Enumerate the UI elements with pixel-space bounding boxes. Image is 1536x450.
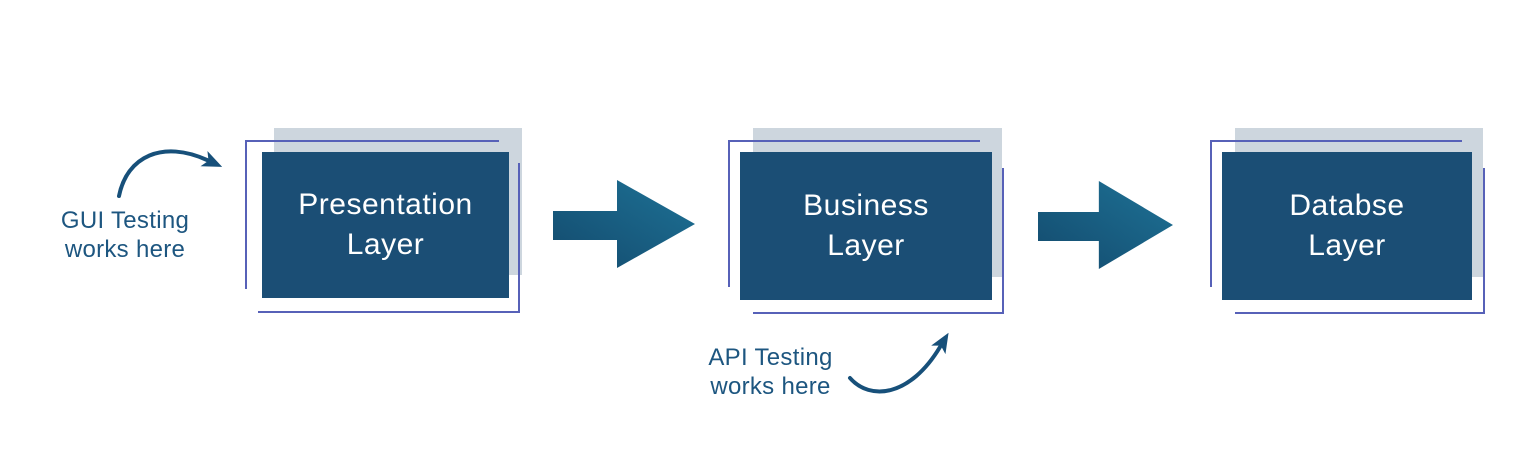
business-layer-box: Business Layer	[740, 152, 992, 300]
gui-testing-curved-arrow-icon	[117, 149, 223, 198]
database-layer-label-line2: Layer	[1308, 229, 1386, 262]
gui-testing-annotation: GUI Testing works here	[35, 206, 215, 264]
api-testing-annotation-line1: API Testing	[708, 344, 833, 371]
presentation-layer-label-line2: Layer	[346, 228, 425, 261]
gui-testing-annotation-line2: works here	[64, 236, 186, 264]
presentation-layer-label-line1: Presentation	[298, 188, 473, 222]
business-layer-label-line2: Layer	[827, 229, 905, 262]
presentation-layer-frame-top-left	[245, 140, 499, 289]
gui-testing-annotation-line1: GUI Testing	[60, 207, 190, 234]
flow-arrow-icon	[553, 180, 695, 268]
business-layer-label-line1: Business	[803, 189, 929, 223]
api-testing-curved-arrow-icon	[848, 332, 949, 394]
api-testing-annotation-line2: works here	[710, 373, 831, 401]
database-layer-box: Databse Layer	[1222, 152, 1472, 300]
database-layer-frame-bottom-right	[1235, 168, 1485, 314]
business-layer-frame-top-left	[728, 140, 980, 287]
flow-arrow-icon	[1038, 181, 1173, 269]
database-layer-frame-top-left	[1210, 140, 1462, 287]
database-layer-label-line1: Databse	[1289, 189, 1405, 223]
business-layer-frame-bottom-right	[753, 168, 1004, 314]
api-testing-annotation: API Testing works here	[688, 343, 853, 401]
presentation-layer-frame-bottom-right	[258, 163, 520, 313]
presentation-layer-box: Presentation Layer	[262, 152, 509, 298]
